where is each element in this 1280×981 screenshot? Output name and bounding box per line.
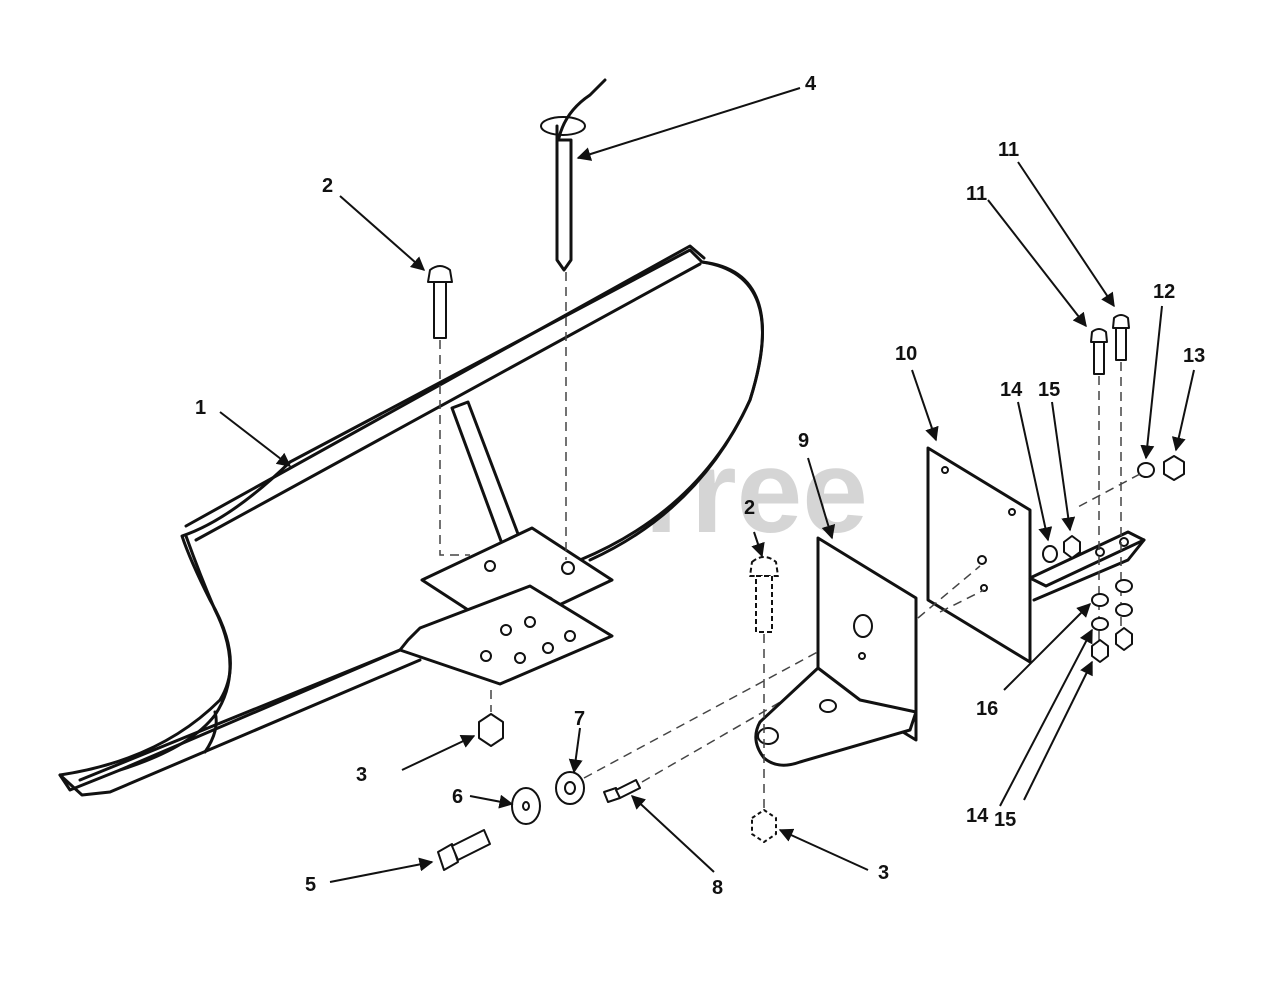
- bolt-11-left: [1090, 328, 1108, 640]
- bolt-11-right: [1112, 314, 1130, 640]
- callout-9: 9: [798, 430, 809, 452]
- hex-nut-left: [478, 690, 504, 747]
- callout-3-right: 3: [878, 862, 889, 884]
- spacer: [555, 627, 863, 805]
- callout-11-right: 11: [998, 139, 1019, 161]
- callout-labels: 1 2 2 3 3 4 5 6 7 8 9 10 11 11 12 13 14 …: [195, 73, 1205, 899]
- callout-2-left: 2: [322, 175, 333, 197]
- hex-bolt: [437, 829, 491, 871]
- carriage-bolt-left: [427, 265, 470, 556]
- callout-6: 6: [452, 786, 463, 808]
- callout-7: 7: [574, 708, 585, 730]
- small-bolt: [603, 655, 861, 803]
- callout-11-left: 11: [966, 183, 987, 205]
- leader-lines: [219, 87, 1195, 883]
- callout-10: 10: [895, 343, 917, 365]
- pivot-bracket: [754, 536, 918, 767]
- callout-12: 12: [1153, 281, 1175, 303]
- callout-2-right: 2: [744, 497, 755, 519]
- carriage-bolt-right: [749, 556, 779, 815]
- callout-3-left: 3: [356, 764, 367, 786]
- callout-13: 13: [1183, 345, 1205, 367]
- lower-mounting-plate: [398, 584, 614, 686]
- lock-washers-and-nuts: [1042, 455, 1185, 663]
- callout-4: 4: [805, 73, 817, 95]
- callout-14-upper: 14: [1000, 379, 1023, 401]
- callout-15-upper: 15: [1038, 379, 1060, 401]
- callout-14-lower: 14: [966, 805, 989, 827]
- callout-1: 1: [195, 397, 206, 419]
- locking-pin: [540, 78, 607, 560]
- plow-blade: [58, 244, 764, 797]
- callout-15-lower: 15: [994, 809, 1016, 831]
- flat-washer: [511, 787, 541, 825]
- mounting-arm: [1028, 530, 1146, 602]
- mounting-plate: [917, 446, 1032, 664]
- callout-16: 16: [976, 698, 998, 720]
- callout-8: 8: [712, 877, 723, 899]
- hex-nut-right: [751, 809, 777, 843]
- callout-5: 5: [305, 874, 316, 896]
